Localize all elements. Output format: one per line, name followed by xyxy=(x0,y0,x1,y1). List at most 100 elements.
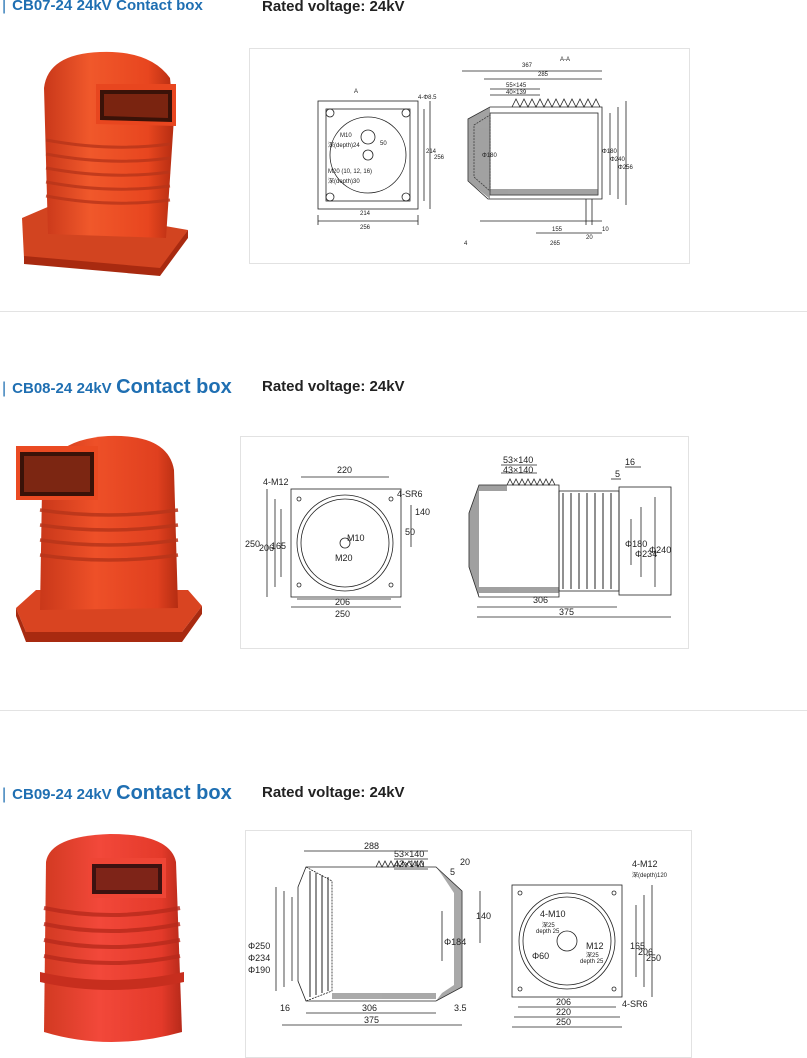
dim-label: 256 xyxy=(360,225,371,231)
product-voltage: 24kV xyxy=(76,0,112,14)
dim-thread1: M10 xyxy=(340,133,352,139)
title-bar: | xyxy=(2,380,7,397)
dim-label: 206 xyxy=(638,947,653,957)
dim-label: 250 xyxy=(245,539,260,549)
dim-label: 140 xyxy=(415,507,430,517)
product-photo xyxy=(20,48,192,281)
technical-drawing: A-A A 4-Φ8.5 M10 深(depth)24 M20 (10, 12,… xyxy=(249,48,690,264)
dim-label: 43×140 xyxy=(394,859,424,869)
product-section-cb07: | CB07-24 24kV Contact box Rated voltage:… xyxy=(0,0,807,312)
dim-label: depth 25 xyxy=(580,959,604,965)
section-divider xyxy=(0,311,807,312)
dim-label: 285 xyxy=(538,72,549,78)
title-bar: | xyxy=(2,0,7,14)
dim-label: Φ234 xyxy=(248,953,270,963)
dim-label: Φ184 xyxy=(444,937,466,947)
dim-label: 220 xyxy=(556,1007,571,1017)
dim-label: 3.5 xyxy=(454,1003,467,1013)
dim-label: Φ256 xyxy=(618,165,633,171)
dim-label: 206 xyxy=(335,597,350,607)
dim-label: 250 xyxy=(556,1017,571,1027)
dim-label: M10 xyxy=(347,533,365,543)
dim-label: 306 xyxy=(362,1003,377,1013)
dim-label: 375 xyxy=(559,607,574,617)
product-name: Contact box xyxy=(116,782,232,804)
dim-label: 4-M10 xyxy=(540,909,566,919)
dim-label: 4-SR6 xyxy=(397,489,423,499)
dim-label: 53×140 xyxy=(394,849,424,859)
dim-label: 5 xyxy=(615,469,620,479)
dim-label: Φ180 xyxy=(482,153,497,159)
dim-label: Φ60 xyxy=(532,951,549,961)
dim-label: 50 xyxy=(405,527,415,537)
dim-label: 50 xyxy=(380,141,387,147)
product-voltage: 24kV xyxy=(76,380,112,397)
dim-label: Φ180 xyxy=(625,539,647,549)
dim-label: 375 xyxy=(364,1015,379,1025)
dim-label: Φ240 xyxy=(610,157,625,163)
rated-voltage: Rated voltage: 24kV xyxy=(262,378,405,395)
dim-label: 4-SR6 xyxy=(622,999,648,1009)
product-model: CB09-24 xyxy=(12,786,73,803)
dim-label: 53×140 xyxy=(503,455,533,465)
dim-holes: 4-Φ8.5 xyxy=(418,95,437,101)
dim-label: 140 xyxy=(476,911,491,921)
dim-label: 250 xyxy=(335,609,350,619)
dim-label: M12 xyxy=(586,941,604,951)
dim-thread1-depth: 深(depth)24 xyxy=(328,141,360,149)
product-model: CB08-24 xyxy=(12,380,73,397)
dim-label: 4 xyxy=(464,241,468,247)
product-title: | CB07-24 24kV Contact box xyxy=(2,0,203,15)
product-name: Contact box xyxy=(116,0,203,14)
dim-label: 214 xyxy=(426,149,437,155)
rated-voltage: Rated voltage: 24kV xyxy=(262,784,405,801)
dim-label: Φ180 xyxy=(602,149,617,155)
dim-thread2-depth: 深(depth)30 xyxy=(328,177,360,185)
dim-label: 214 xyxy=(360,211,371,217)
dim-label: 55×145 xyxy=(506,83,527,89)
dim-label: 155 xyxy=(552,227,563,233)
product-photo xyxy=(30,832,190,1057)
dim-label: 深25 xyxy=(586,951,599,959)
product-section-cb09: | CB09-24 24kV Contact box Rated voltage:… xyxy=(0,778,807,1058)
technical-drawing: 288 53×140 43×140 20 5 140 Φ250 Φ234 Φ19… xyxy=(245,830,692,1058)
dim-label: 4-M12 xyxy=(632,859,658,869)
product-photo xyxy=(12,430,204,657)
dim-label: 深(depth)120 xyxy=(632,871,668,879)
product-section-cb08: | CB08-24 24kV Contact box Rated voltage:… xyxy=(0,372,807,702)
title-bar: | xyxy=(2,786,7,803)
dim-label: 43×140 xyxy=(503,465,533,475)
product-model: CB07-24 xyxy=(12,0,73,14)
dim-label: 20 xyxy=(460,857,470,867)
dim-label: Φ250 xyxy=(248,941,270,951)
dim-label: 20 xyxy=(586,235,593,241)
dim-label: 16 xyxy=(280,1003,290,1013)
section-label: A-A xyxy=(560,57,570,63)
dim-label: Φ234 xyxy=(635,549,657,559)
dim-label: 206 xyxy=(556,997,571,1007)
dim-label: 265 xyxy=(550,241,561,247)
dim-label: 220 xyxy=(337,465,352,475)
dim-label: 256 xyxy=(434,155,445,161)
product-title: | CB08-24 24kV Contact box xyxy=(2,376,232,399)
dim-label: 165 xyxy=(630,941,645,951)
product-voltage: 24kV xyxy=(76,786,112,803)
dim-label: 306 xyxy=(533,595,548,605)
dim-label: 5 xyxy=(450,867,455,877)
dim-label: Φ190 xyxy=(248,965,270,975)
dim-label: Φ240 xyxy=(649,545,671,555)
dim-label: 288 xyxy=(364,841,379,851)
dim-label: 16 xyxy=(625,457,635,467)
technical-drawing: 220 4-M12 4-SR6 250 206 165 140 50 M10 M… xyxy=(240,436,689,649)
dim-label: M20 xyxy=(335,553,353,563)
dim-label: 206 xyxy=(259,543,274,553)
section-divider xyxy=(0,710,807,711)
dim-thread2: M20 (10, 12, 16) xyxy=(328,169,372,175)
dim-label: 10 xyxy=(602,227,609,233)
product-name: Contact box xyxy=(116,376,232,398)
rated-voltage: Rated voltage: 24kV xyxy=(262,0,405,15)
section-mark: A xyxy=(354,89,358,95)
dim-label: 165 xyxy=(271,541,286,551)
dim-label: 40×139 xyxy=(506,90,527,96)
dim-label: 250 xyxy=(646,953,661,963)
